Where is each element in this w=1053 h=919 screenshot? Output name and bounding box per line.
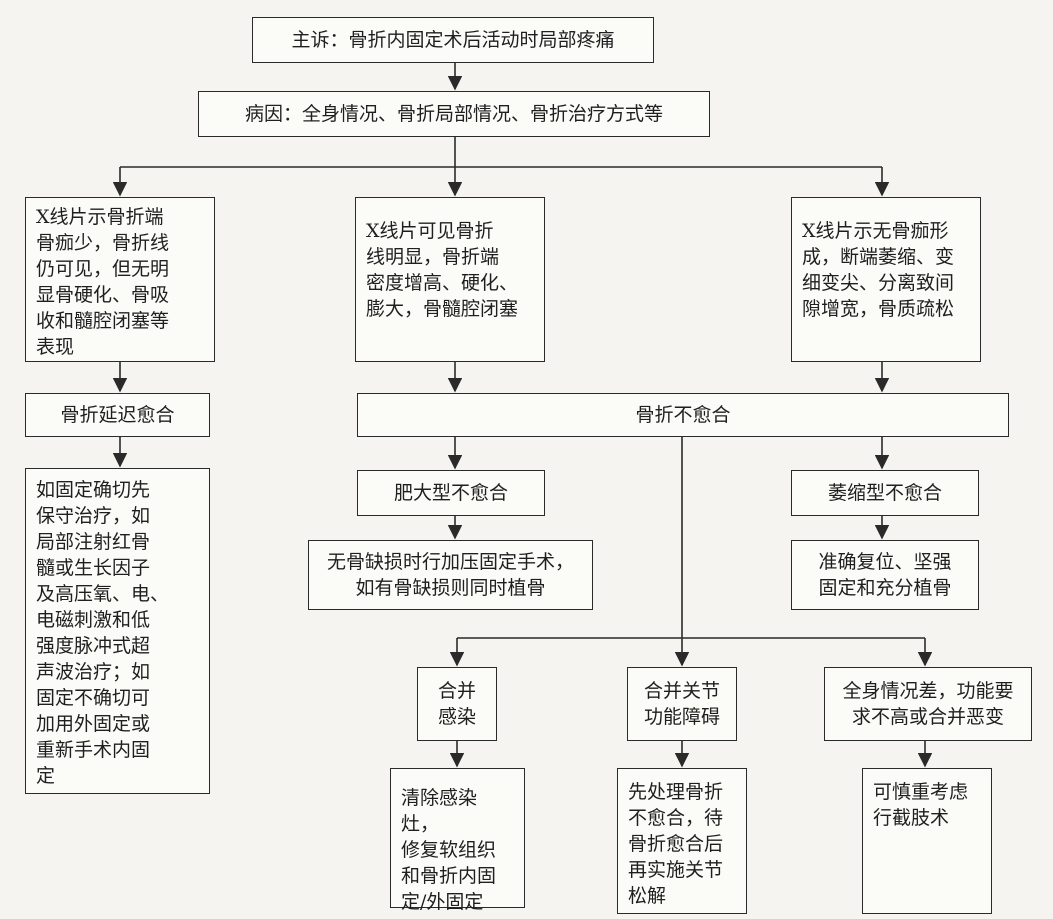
poor-general-condition-label: 全身情况差，功能要 求不高或合并恶变	[842, 680, 1014, 728]
delayed-union-treatment-box: 如固定确切先 保守治疗，如 局部注射红骨 髓或生长因子 及高压氧、电、 电磁刺激…	[25, 468, 210, 794]
poor-general-condition-box: 全身情况差，功能要 求不高或合并恶变	[824, 667, 1032, 741]
joint-dysfunction-box: 合并关节 功能障碍	[627, 667, 737, 741]
xray-right-text: X线片示无骨痂形 成，断端萎缩、变 细变尖、分离致间 隙增宽，骨质疏松	[802, 220, 955, 320]
infection-box: 合并 感染	[417, 667, 497, 741]
atrophic-label: 萎缩型不愈合	[827, 482, 942, 504]
nonunion-box: 骨折不愈合	[357, 393, 1009, 437]
chief-complaint-text: 主诉：骨折内固定术后活动时局部疼痛	[291, 29, 615, 51]
joint-treatment-text: 先处理骨折 不愈合，待 骨折愈合后 再实施关节 松解	[628, 781, 724, 907]
joint-dysfunction-label: 合并关节 功能障碍	[643, 680, 720, 728]
atrophic-treatment-box: 准确复位、坚强 固定和充分植骨	[791, 540, 979, 610]
hypertrophic-label: 肥大型不愈合	[393, 482, 508, 504]
etiology-text: 病因：全身情况、骨折局部情况、骨折治疗方式等	[244, 103, 663, 125]
xray-middle-text: X线片可见骨折 线明显，骨折端 密度增高、硬化、 膨大，骨髓腔闭塞	[366, 220, 519, 320]
amputation-treatment-box: 可慎重考虑 行截肢术	[862, 768, 992, 914]
hypertrophic-treatment-text: 无骨缺损时行加压固定手术， 如有骨缺损则同时植骨	[326, 551, 574, 599]
etiology-box: 病因：全身情况、骨折局部情况、骨折治疗方式等	[198, 91, 710, 137]
xray-right-box: X线片示无骨痂形 成，断端萎缩、变 细变尖、分离致间 隙增宽，骨质疏松	[791, 197, 981, 362]
delayed-union-box: 骨折延迟愈合	[25, 393, 210, 437]
delayed-union-label: 骨折延迟愈合	[60, 404, 175, 426]
nonunion-label: 骨折不愈合	[635, 404, 731, 426]
infection-treatment-text: 清除感染灶， 修复软组织 和骨折内固 定/外固定	[401, 787, 497, 913]
hypertrophic-box: 肥大型不愈合	[357, 470, 545, 516]
atrophic-box: 萎缩型不愈合	[791, 470, 979, 516]
amputation-treatment-text: 可慎重考虑 行截肢术	[873, 781, 969, 829]
infection-treatment-box: 清除感染灶， 修复软组织 和骨折内固 定/外固定	[390, 768, 525, 913]
delayed-union-treatment-text: 如固定确切先 保守治疗，如 局部注射红骨 髓或生长因子 及高压氧、电、 电磁刺激…	[36, 479, 170, 787]
joint-treatment-box: 先处理骨折 不愈合，待 骨折愈合后 再实施关节 松解	[617, 768, 747, 914]
xray-middle-box: X线片可见骨折 线明显，骨折端 密度增高、硬化、 膨大，骨髓腔闭塞	[355, 197, 545, 362]
hypertrophic-treatment-box: 无骨缺损时行加压固定手术， 如有骨缺损则同时植骨	[308, 540, 593, 610]
xray-left-box: X线片示骨折端 骨痂少，骨折线 仍可见，但无明 显骨硬化、骨吸 收和髓腔闭塞等 …	[25, 197, 215, 362]
chief-complaint-box: 主诉：骨折内固定术后活动时局部疼痛	[252, 17, 654, 63]
atrophic-treatment-text: 准确复位、坚强 固定和充分植骨	[818, 551, 952, 599]
xray-left-text: X线片示骨折端 骨痂少，骨折线 仍可见，但无明 显骨硬化、骨吸 收和髓腔闭塞等 …	[36, 206, 170, 358]
infection-label: 合并 感染	[437, 680, 476, 728]
